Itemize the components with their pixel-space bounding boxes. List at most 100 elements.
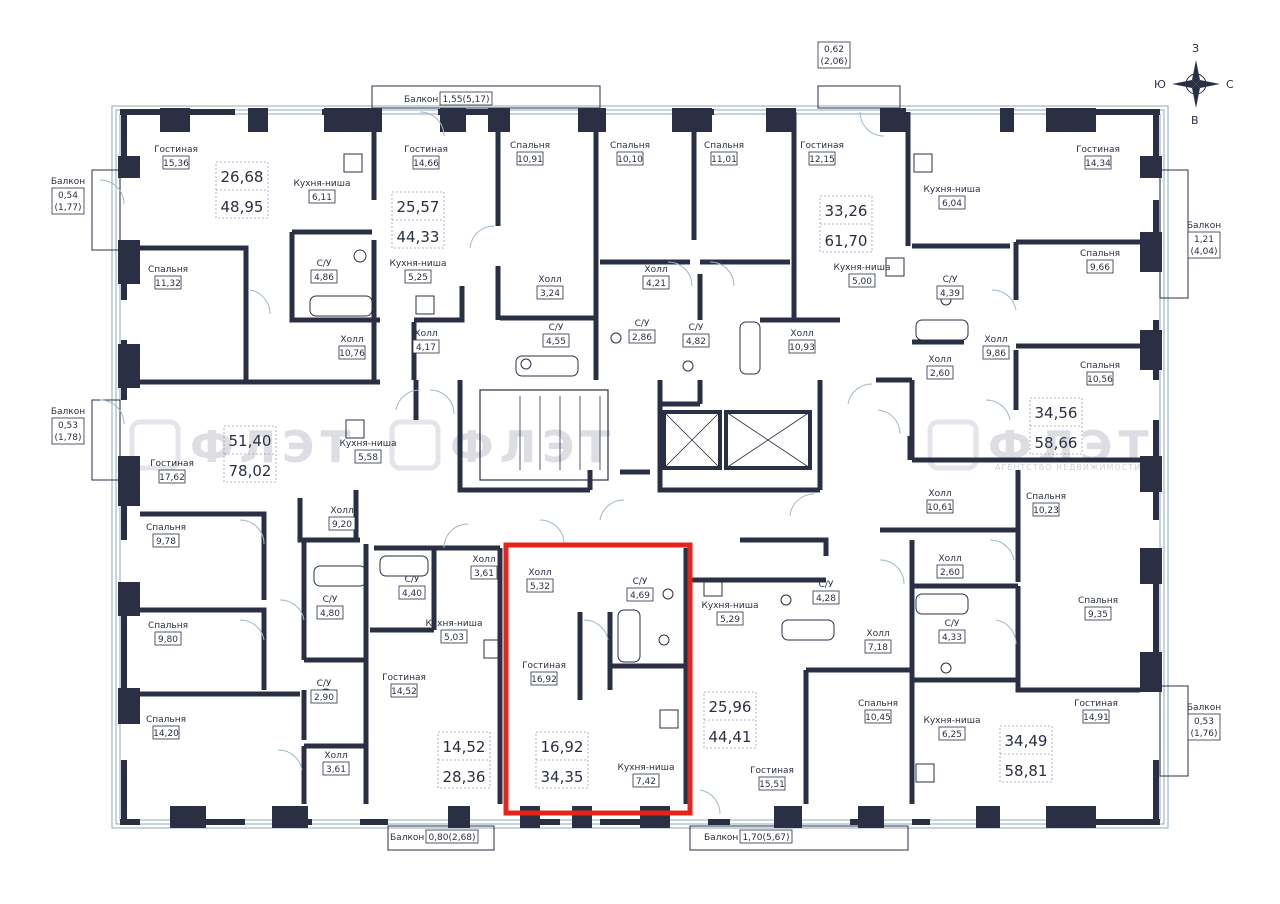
balcony-value-box xyxy=(817,41,851,69)
room-area-box xyxy=(154,275,182,290)
room-area-box xyxy=(938,629,966,644)
watermark-text: ФЛЭТ xyxy=(988,422,1154,473)
room-name: С/У xyxy=(689,323,704,333)
room-area-box xyxy=(982,345,1010,360)
room-area: 5,25 xyxy=(408,273,428,283)
room-name: С/У xyxy=(317,679,332,689)
room-label: С/У 4,55 xyxy=(542,323,570,348)
room-area-box xyxy=(310,269,338,284)
room-label: С/У4,39 xyxy=(936,275,964,300)
balcony-area: 0,62 xyxy=(824,45,844,55)
selected-apartment-frame[interactable] xyxy=(503,542,693,816)
room-name: Холл xyxy=(984,335,1007,345)
room-area: 4,55 xyxy=(546,337,566,347)
room-name: Спальня xyxy=(1026,492,1066,502)
room-area-box xyxy=(1084,155,1112,170)
room-name: Гостиная xyxy=(750,766,794,776)
balcony-value-box xyxy=(439,91,493,106)
room-area: 9,78 xyxy=(156,537,176,547)
room-name: Спальня xyxy=(1078,596,1118,606)
room-area: 4,28 xyxy=(816,594,836,604)
room-area-box xyxy=(516,151,544,166)
room-area: 14,66 xyxy=(413,159,439,169)
room-area-box xyxy=(530,671,558,686)
room-area: 2,90 xyxy=(314,693,334,703)
living-area: 34,56 xyxy=(1035,404,1078,422)
room-area: 16,92 xyxy=(531,675,557,685)
balcony-label: Балкон xyxy=(1187,703,1221,713)
watermark: ФЛЭТ ФЛЭТ ФЛЭТ АГЕНТСТВО НЕДВИЖИМОСТИ xyxy=(129,419,1154,473)
room-area: 9,66 xyxy=(1090,263,1110,273)
room-area: 4,86 xyxy=(314,273,334,283)
room-name: Спальня xyxy=(510,141,550,151)
interior-walls xyxy=(140,112,1140,804)
room-area: 15,36 xyxy=(163,159,189,169)
balcony-value-box xyxy=(51,417,85,445)
room-area-box xyxy=(758,776,786,791)
room-name: Холл xyxy=(528,568,551,578)
balcony-label: Балкон xyxy=(390,833,424,843)
living-area: 25,96 xyxy=(709,698,752,716)
room-area-box xyxy=(1086,259,1114,274)
room-area-box xyxy=(1086,371,1114,386)
room-name: С/У xyxy=(323,595,338,605)
room-area-box xyxy=(398,585,426,600)
room-area: 5,03 xyxy=(444,633,464,643)
room-area-box xyxy=(152,533,180,548)
compass-north: З xyxy=(1192,42,1199,55)
room-name: Гостиная xyxy=(800,141,844,151)
balcony-area: 0,53 xyxy=(58,421,78,431)
total-area: 44,41 xyxy=(709,728,752,746)
balcony-total: (4,04) xyxy=(1190,247,1217,257)
room-name: Спальня xyxy=(858,699,898,709)
room-name: Гостиная xyxy=(154,145,198,155)
room-area-box xyxy=(412,155,440,170)
living-area: 14,52 xyxy=(443,738,486,756)
room-area-box xyxy=(308,189,336,204)
room-name: С/У xyxy=(943,275,958,285)
room-label: С/У 2,90 xyxy=(310,679,338,704)
room-labels: Гостиная15,36Кухня-ниша6,11С/У4,86Спальн… xyxy=(146,141,1120,791)
apartment-total[interactable]: 25,96 44,41 xyxy=(703,691,757,749)
room-area-box xyxy=(864,709,892,724)
room-name: Спальня xyxy=(704,141,744,151)
room-area-box xyxy=(716,611,744,626)
balcony-value-box xyxy=(51,187,85,215)
total-area: 48,95 xyxy=(221,198,264,216)
room-area-box xyxy=(162,155,190,170)
room-area: 14,91 xyxy=(1083,713,1109,723)
living-area: 26,68 xyxy=(221,168,264,186)
room-area: 5,58 xyxy=(358,453,378,463)
room-area-box xyxy=(1084,606,1112,621)
room-area: 10,93 xyxy=(789,343,815,353)
room-area-box xyxy=(848,273,876,288)
room-name: Холл xyxy=(538,275,561,285)
total-area: 34,35 xyxy=(541,768,584,786)
room-area: 17,62 xyxy=(159,473,185,483)
balcony-total: (2,06) xyxy=(820,57,847,67)
balcony-area: 1,21 xyxy=(1194,235,1214,245)
apartment-total[interactable]: 26,68 48,95 xyxy=(215,161,269,219)
room-name: Гостиная xyxy=(1074,699,1118,709)
room-area-box xyxy=(626,587,654,602)
room-area-box xyxy=(310,689,338,704)
room-name: Холл xyxy=(938,554,961,564)
room-name: С/У xyxy=(549,323,564,333)
room-area: 9,80 xyxy=(158,635,178,645)
